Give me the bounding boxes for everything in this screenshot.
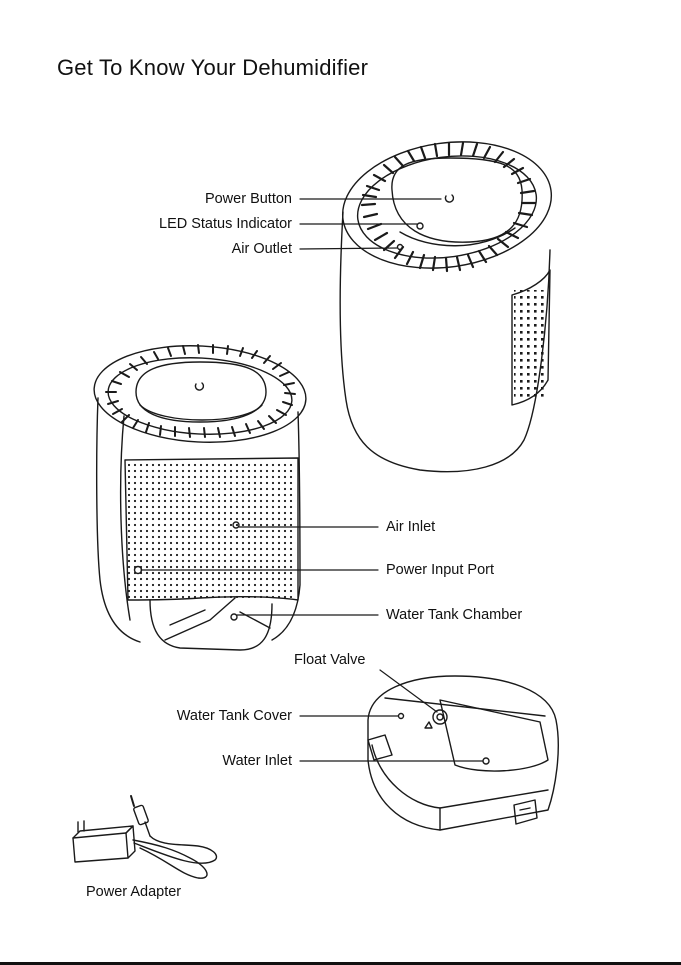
label-air-outlet: Air Outlet bbox=[150, 241, 292, 257]
water-tank-view bbox=[368, 676, 558, 830]
label-float-valve: Float Valve bbox=[294, 652, 365, 668]
front-unit-view bbox=[92, 341, 309, 650]
label-power-input-port: Power Input Port bbox=[386, 562, 494, 578]
rear-unit-view bbox=[334, 129, 559, 472]
power-button-icon bbox=[445, 195, 453, 202]
label-water-tank-cover: Water Tank Cover bbox=[120, 708, 292, 724]
label-water-inlet: Water Inlet bbox=[150, 753, 292, 769]
label-led-status-indicator: LED Status Indicator bbox=[110, 216, 292, 232]
label-water-tank-chamber: Water Tank Chamber bbox=[386, 607, 522, 623]
label-power-adapter: Power Adapter bbox=[86, 884, 181, 900]
label-power-button: Power Button bbox=[150, 191, 292, 207]
led-indicator-dot bbox=[417, 223, 423, 229]
power-adapter-drawing bbox=[73, 796, 216, 878]
label-air-inlet: Air Inlet bbox=[386, 519, 435, 535]
air-outlet-vents bbox=[362, 143, 535, 271]
